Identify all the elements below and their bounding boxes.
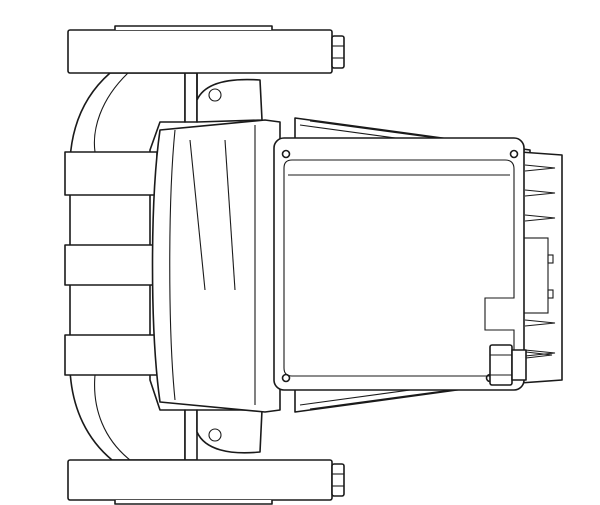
top-bolt-nut xyxy=(331,35,345,69)
cable-gland xyxy=(489,344,553,386)
rib-middle xyxy=(64,244,158,286)
top-flange-gasket xyxy=(114,25,273,30)
bottom-flange-gasket xyxy=(114,500,273,505)
lower-stem xyxy=(184,409,198,461)
housing-contour xyxy=(169,129,176,401)
rib-top xyxy=(64,151,158,196)
screw-icon xyxy=(509,149,519,159)
upper-stem xyxy=(184,72,198,123)
upper-port xyxy=(208,88,222,102)
lower-port xyxy=(208,428,222,442)
rib-bottom xyxy=(64,334,158,376)
upper-neck xyxy=(196,72,263,123)
housing-line xyxy=(189,139,206,291)
motor-housing xyxy=(151,119,281,413)
screw-icon xyxy=(281,149,291,159)
volute-inner-curve-bottom xyxy=(94,374,131,461)
bottom-bolt-nut xyxy=(331,463,345,497)
lower-neck xyxy=(196,409,263,454)
top-flange xyxy=(67,29,333,74)
housing-line xyxy=(224,139,236,291)
terminal-box xyxy=(273,137,525,391)
screw-icon xyxy=(281,373,291,383)
end-cover xyxy=(519,151,563,384)
bottom-flange xyxy=(67,459,333,501)
volute-inner-curve xyxy=(93,72,129,153)
